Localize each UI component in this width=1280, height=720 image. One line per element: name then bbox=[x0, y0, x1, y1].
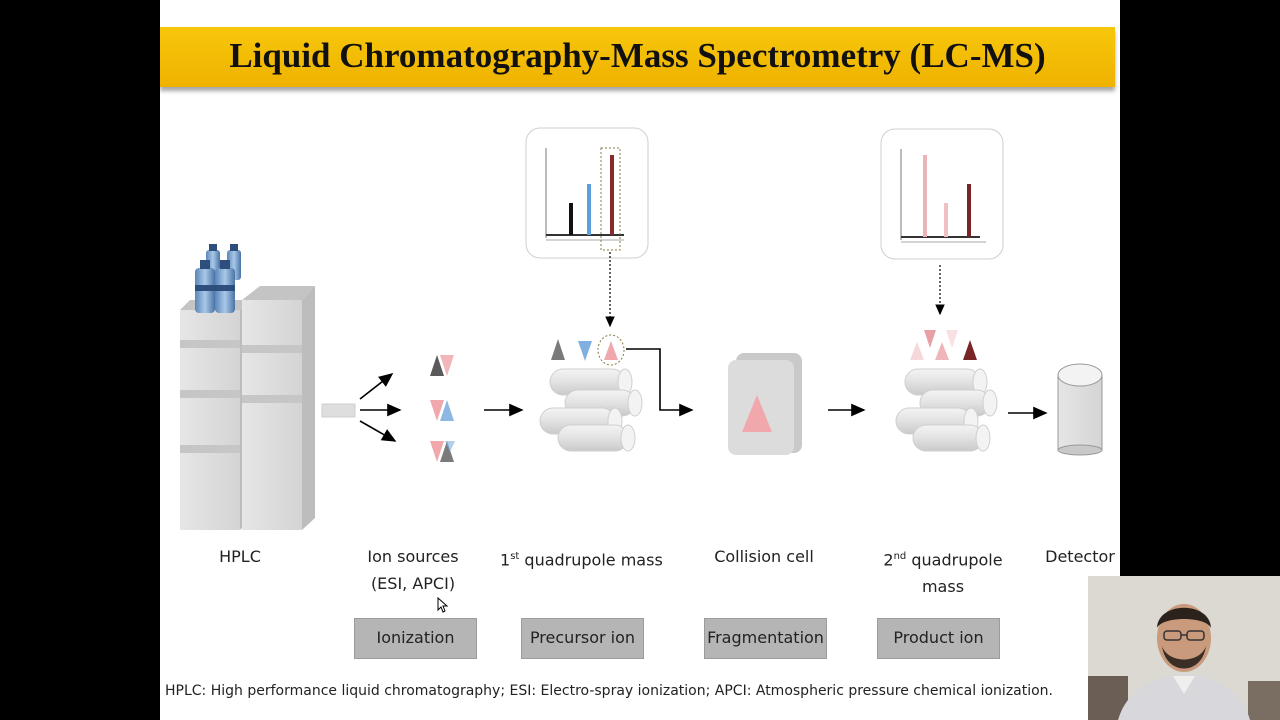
slide: Liquid Chromatography-Mass Spectrometry … bbox=[160, 0, 1120, 720]
label-ion-sources: Ion sources (ESI, APCI) bbox=[367, 547, 459, 593]
hplc-outlet-tube bbox=[321, 403, 356, 418]
q1-spectrum-box bbox=[525, 127, 649, 259]
spray-arrow-up bbox=[359, 373, 394, 400]
selected-ion-ring bbox=[597, 334, 625, 366]
q2-quadrupole-rods bbox=[895, 368, 998, 452]
ion-pairs bbox=[430, 355, 455, 462]
label-hplc: HPLC bbox=[219, 547, 261, 566]
label-collision-cell: Collision cell bbox=[714, 547, 814, 566]
arrow-to-collision-cell bbox=[626, 348, 694, 417]
ion-pink-selected bbox=[604, 341, 618, 360]
hplc-illustration bbox=[180, 244, 315, 530]
lcms-diagram bbox=[180, 127, 1103, 530]
q2-spectrum-box bbox=[880, 128, 1004, 260]
label-second-quadrupole: 2nd quadrupole mass bbox=[883, 550, 1003, 597]
presenter-webcam bbox=[1088, 576, 1280, 720]
solvent-bottles-icon bbox=[195, 244, 241, 313]
footnote: HPLC: High performance liquid chromatogr… bbox=[165, 683, 1054, 699]
fragment-ions bbox=[910, 330, 977, 360]
slide-title: Liquid Chromatography-Mass Spectrometry … bbox=[229, 36, 1046, 75]
tag-fragmentation: Fragmentation bbox=[704, 618, 827, 659]
spray-arrow-down bbox=[359, 420, 397, 442]
detector-cylinder bbox=[1057, 363, 1103, 456]
mouse-cursor-icon bbox=[437, 597, 449, 613]
tag-precursor-ion: Precursor ion bbox=[521, 618, 644, 659]
tag-product-ion: Product ion bbox=[877, 618, 1000, 659]
presenter-video-icon bbox=[1088, 576, 1280, 720]
label-first-quadrupole: 1st quadrupole mass bbox=[500, 550, 663, 570]
tag-ionization: Ionization bbox=[354, 618, 477, 659]
label-detector: Detector bbox=[1045, 547, 1115, 566]
title-bar: Liquid Chromatography-Mass Spectrometry … bbox=[160, 27, 1115, 87]
ion-dark bbox=[551, 339, 565, 360]
q1-quadrupole-rods bbox=[539, 368, 643, 452]
collision-cell-box bbox=[728, 353, 802, 455]
ion-blue bbox=[578, 341, 592, 361]
